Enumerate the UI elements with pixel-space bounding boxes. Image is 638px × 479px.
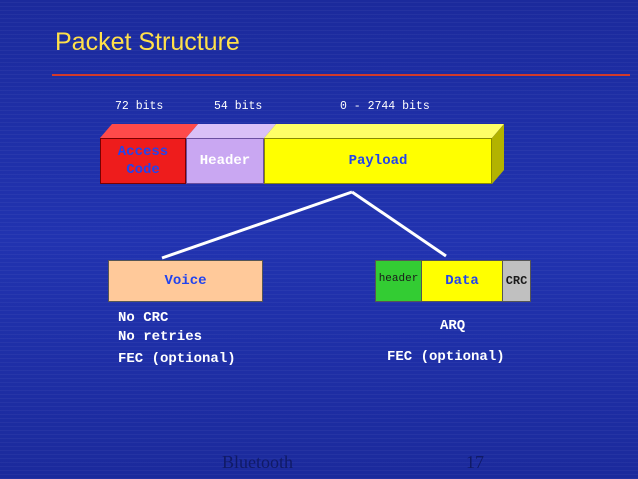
access-code-label-line1: Access	[117, 144, 169, 160]
header-block: Header	[186, 138, 264, 184]
voice-note-fec: FEC (optional)	[118, 351, 236, 367]
footer-title: Bluetooth	[222, 452, 293, 472]
data-packet-block: header Data CRC	[375, 260, 531, 302]
header-size-label: 54 bits	[214, 100, 263, 113]
header-block-label: Header	[199, 153, 251, 169]
slide-number: 17	[466, 452, 484, 472]
payload-top-face	[264, 124, 504, 138]
data-note-fec: FEC (optional)	[387, 349, 505, 365]
voice-block-label: Voice	[164, 273, 207, 289]
data-header-label: header	[378, 273, 419, 285]
payload-side-face	[492, 124, 504, 184]
access-code-label-line2: Code	[126, 162, 160, 178]
access-code-size-label: 72 bits	[115, 100, 164, 113]
title-underline	[52, 74, 630, 76]
payload-block: Payload	[264, 138, 492, 184]
access-code-block: Access Code	[100, 138, 186, 184]
payload-block-label: Payload	[348, 153, 408, 169]
payload-size-label: 0 - 2744 bits	[340, 100, 430, 113]
data-segment-label: Data	[445, 273, 479, 289]
voice-block: Voice	[108, 260, 263, 302]
connector-line-data	[351, 190, 447, 258]
connector-line-voice	[161, 190, 353, 260]
header-top-face	[186, 124, 276, 138]
slide-title: Packet Structure	[55, 28, 240, 56]
voice-note-retries: No retries	[118, 329, 203, 345]
data-header-segment: header	[376, 261, 422, 301]
crc-label: CRC	[505, 274, 528, 288]
crc-segment: CRC	[502, 261, 530, 301]
data-segment: Data	[422, 261, 502, 301]
access-code-top-face	[100, 124, 198, 138]
data-note-arq: ARQ	[440, 318, 466, 334]
voice-note-crc: No CRC	[118, 310, 169, 326]
